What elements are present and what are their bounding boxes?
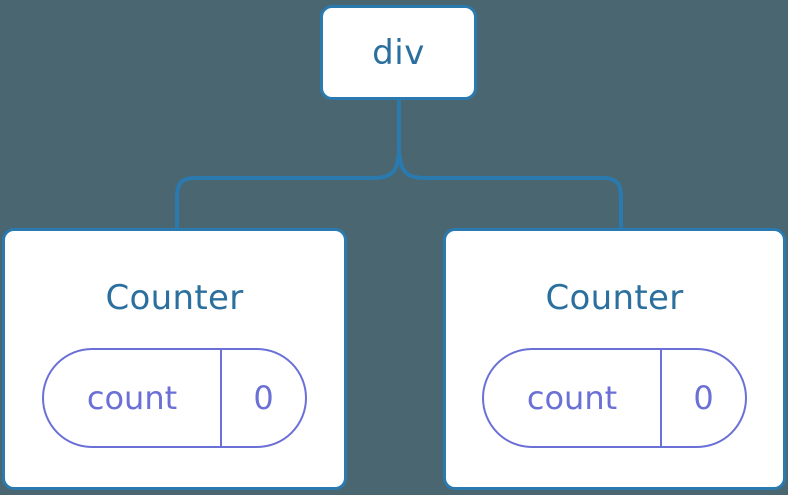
node-counter-left[interactable]: Counter count 0 <box>2 228 347 490</box>
state-value-right: 0 <box>693 379 714 417</box>
state-key-right: count <box>484 350 662 446</box>
connector-branch-right <box>397 144 623 234</box>
state-value-left: 0 <box>253 379 274 417</box>
connector-branch-left <box>175 144 401 234</box>
state-key-left: count <box>44 350 222 446</box>
state-pill-left: count 0 <box>42 348 307 448</box>
state-pill-right: count 0 <box>482 348 747 448</box>
node-counter-left-label: Counter <box>105 278 244 318</box>
node-counter-right[interactable]: Counter count 0 <box>443 228 786 490</box>
node-div-label: div <box>372 32 425 73</box>
node-counter-right-label: Counter <box>545 278 684 318</box>
node-div[interactable]: div <box>320 5 477 100</box>
